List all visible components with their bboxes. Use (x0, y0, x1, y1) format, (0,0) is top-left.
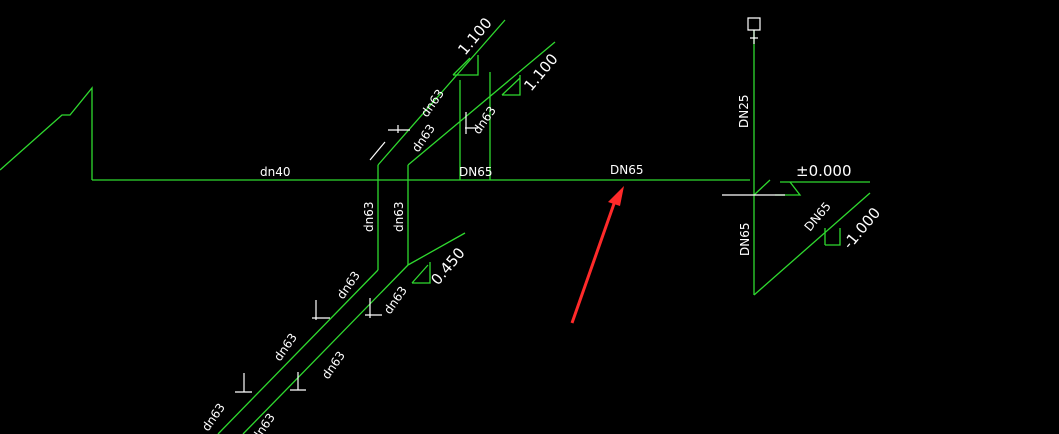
label-dn65-left: DN65 (459, 165, 493, 179)
level-mark-0450 (411, 262, 431, 284)
level-1100b: 1.100 (520, 50, 561, 94)
pipe-lower-diag-2 (407, 232, 466, 266)
level-0000: ±0.000 (796, 162, 852, 180)
level-mark-1100a (452, 55, 479, 76)
label-dn65-vert: DN65 (738, 223, 752, 257)
level-1100a: 1.100 (454, 14, 495, 58)
label-dn63-v1: dn63 (362, 202, 376, 233)
label-dn63-d1: dn63 (334, 269, 363, 302)
label-dn63-d3: dn63 (271, 331, 300, 364)
fixtures (235, 17, 761, 393)
arrow-icon (369, 141, 386, 161)
level-m1000: -1.000 (839, 204, 884, 253)
annotation-arrow-icon (570, 186, 624, 324)
tee-markers (235, 298, 382, 393)
pipe-upper-diag-2 (407, 41, 556, 166)
pipe-left-diagonal (0, 86, 93, 180)
pipe-network (0, 19, 871, 434)
level-markers (411, 55, 841, 284)
level-mark-m1000 (824, 228, 841, 246)
pipe-lower-diag-3 (242, 264, 409, 434)
pipe-right-upper-diag (753, 179, 771, 196)
label-dn25: DN25 (737, 95, 751, 129)
label-dn63-d4: dn63 (319, 349, 348, 382)
level-mark-0000 (775, 181, 802, 196)
label-dn63-r2: dn63 (409, 122, 438, 155)
label-dn63-cut: dn63 (249, 411, 278, 434)
faucet-icon (747, 17, 761, 44)
label-dn63-v2: dn63 (392, 202, 406, 233)
label-dn40: dn40 (260, 165, 291, 179)
level-mark-1100b (501, 75, 521, 96)
level-labels: 1.100 1.100 0.450 ±0.000 -1.000 (427, 14, 884, 288)
pipe-lower-diag-1 (217, 269, 379, 434)
pipe-right-lower-diag (753, 192, 871, 296)
pipe-upper-diag-1 (377, 19, 506, 166)
valve-icon (388, 112, 478, 134)
label-dn65-main: DN65 (610, 163, 644, 177)
